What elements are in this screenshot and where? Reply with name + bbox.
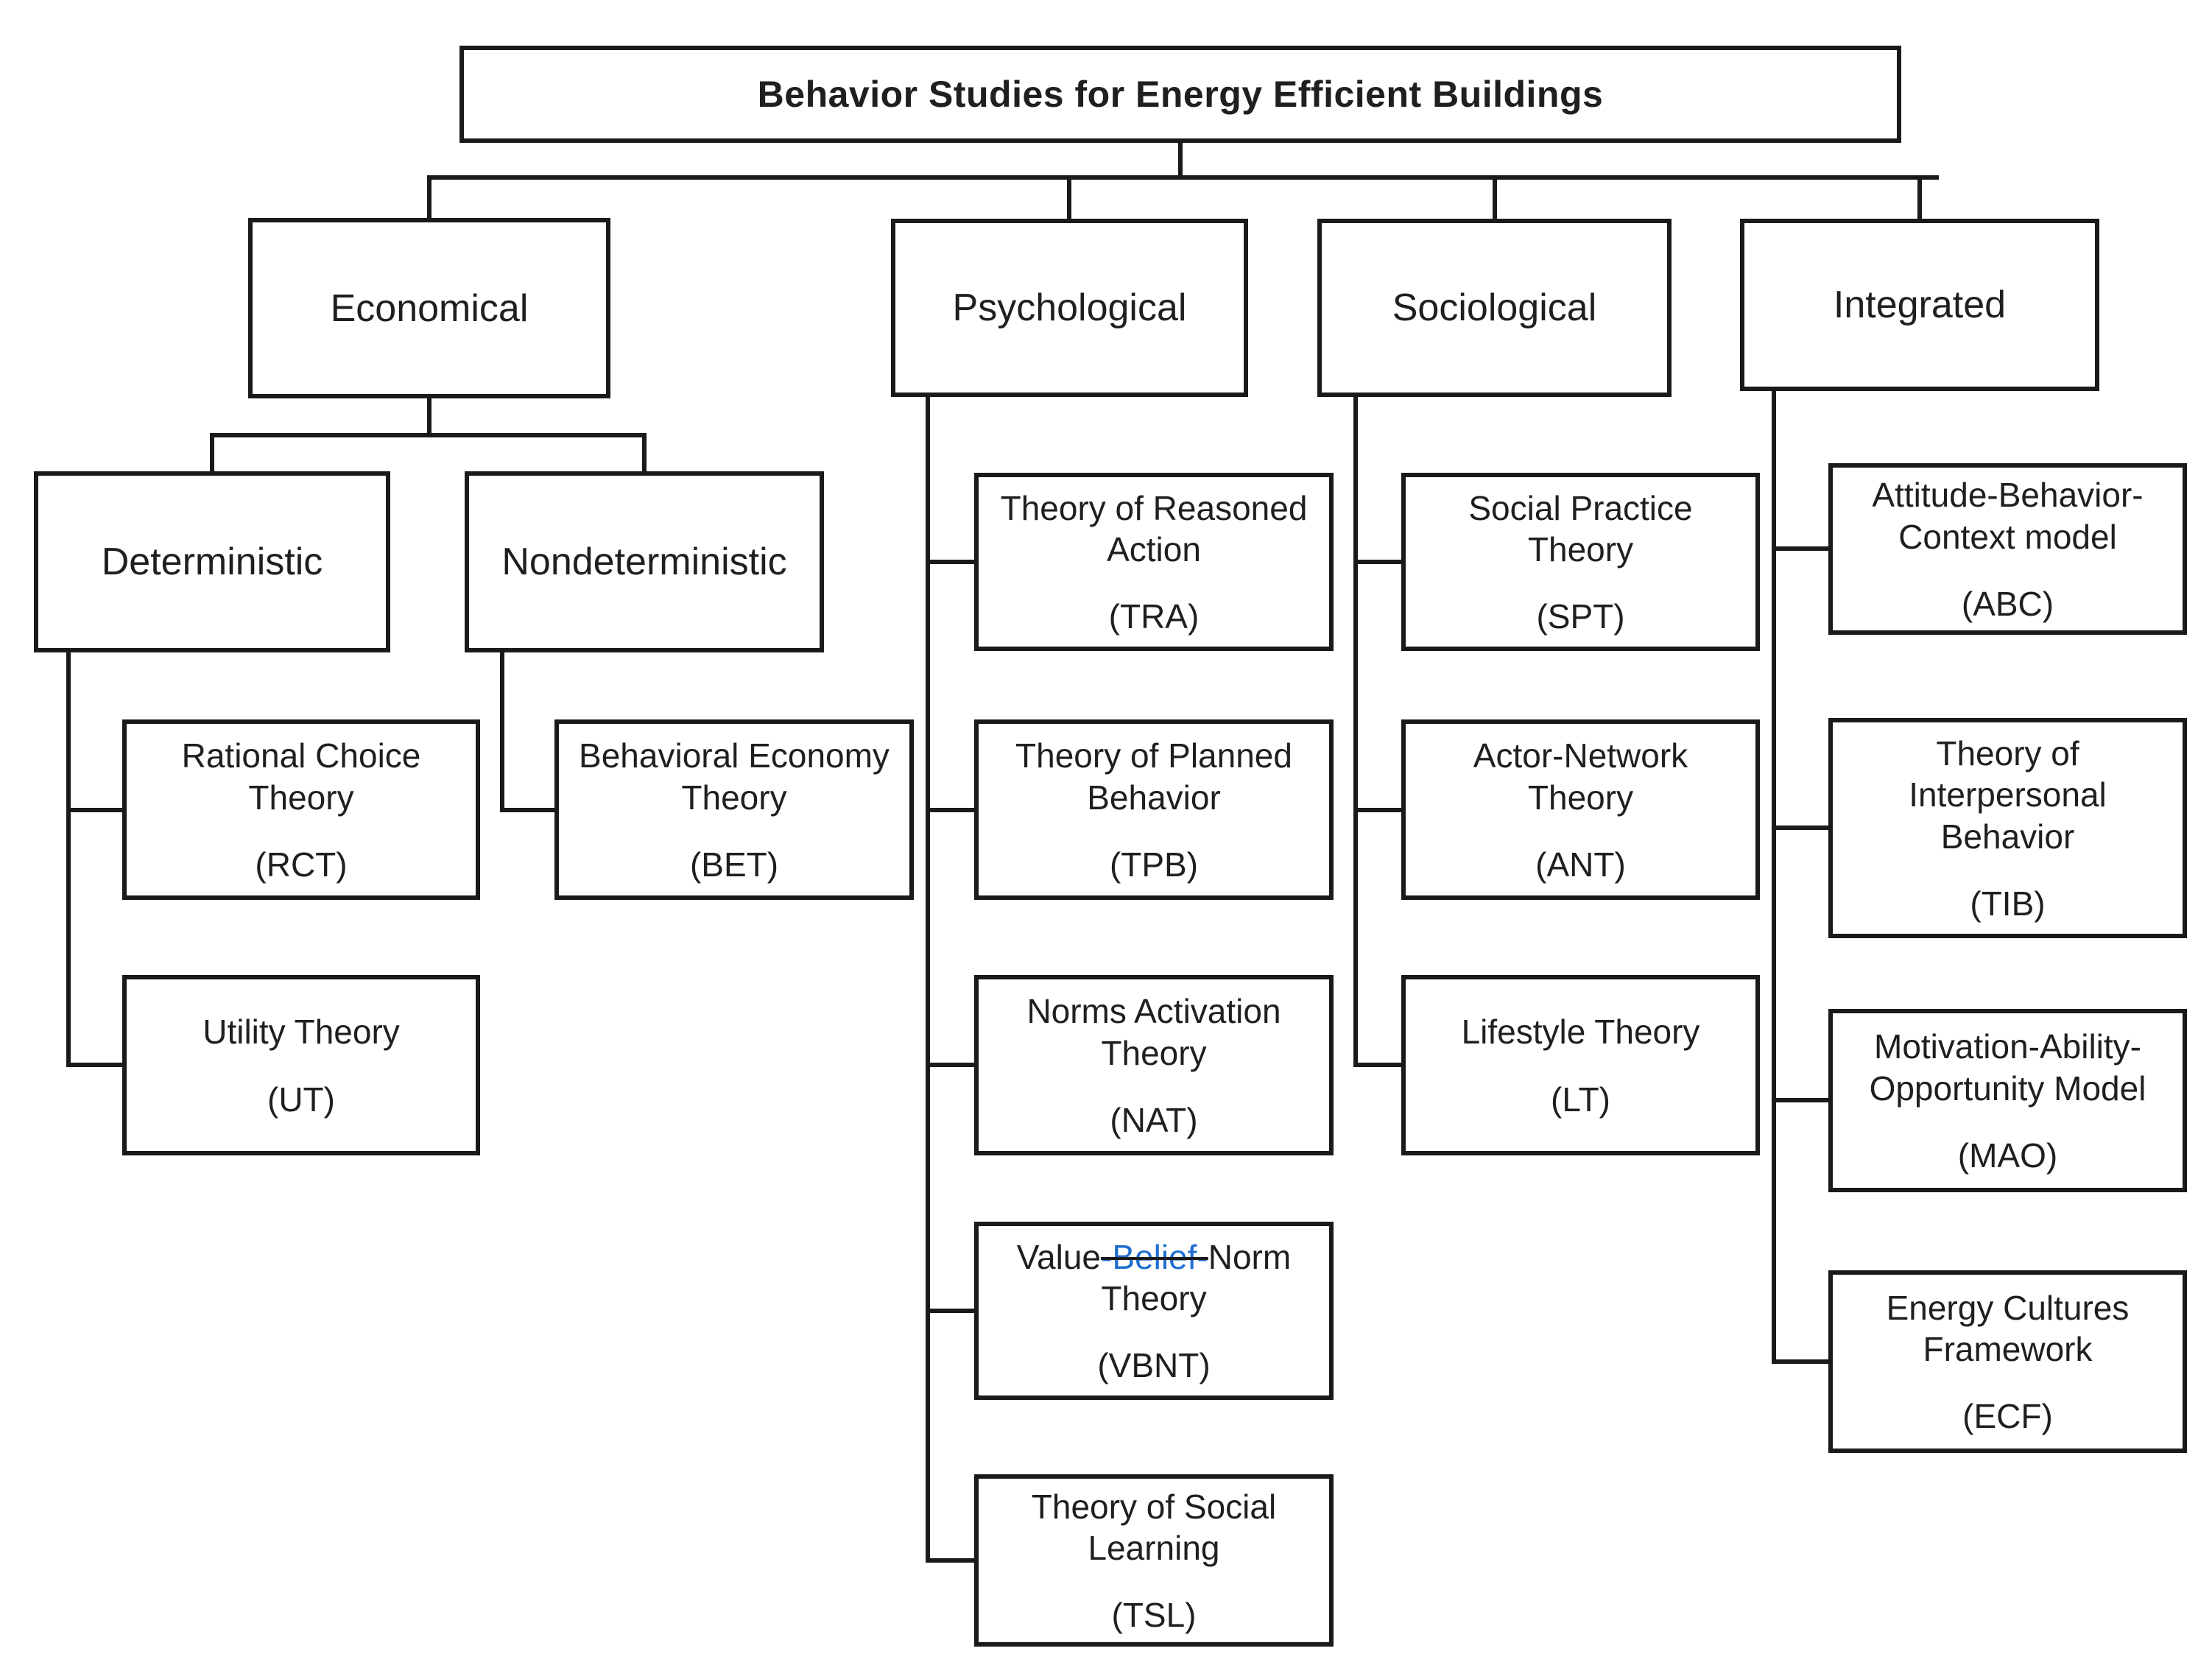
nat-abbr: (NAT) <box>1110 1100 1198 1139</box>
node-rct: Rational Choice Theory (RCT) <box>122 719 480 900</box>
vbnt-name-line2: Theory <box>1101 1279 1207 1317</box>
node-sociological: Sociological <box>1317 219 1672 397</box>
abc-abbr: (ABC) <box>1961 584 2054 623</box>
tsl-name: Theory of Social Learning <box>1031 1487 1277 1567</box>
node-tsl: Theory of Social Learning (TSL) <box>974 1474 1334 1647</box>
node-integrated: Integrated <box>1740 219 2099 391</box>
node-nondeterministic: Nondeterministic <box>465 471 824 652</box>
node-tpb: Theory of Planned Behavior (TPB) <box>974 719 1334 900</box>
connector-stub-rct <box>66 808 127 812</box>
node-tib: Theory of Interpersonal Behavior (TIB) <box>1828 718 2187 938</box>
ant-abbr: (ANT) <box>1535 845 1626 884</box>
spt-name: Social Practice Theory <box>1468 488 1693 569</box>
connector-drop-nondeterministic <box>642 433 647 476</box>
vbnt-name-prefix: Value <box>1016 1237 1102 1276</box>
integrated-label: Integrated <box>1833 284 2007 326</box>
connector-stub-lt <box>1353 1063 1406 1067</box>
connector-economical-rail <box>210 433 647 437</box>
lt-abbr: (LT) <box>1551 1080 1610 1119</box>
spt-abbr: (SPT) <box>1536 597 1625 636</box>
ut-name: Utility Theory <box>202 1013 400 1052</box>
connector-integrated-spine <box>1772 391 1776 1364</box>
connector-stub-abc <box>1772 546 1833 551</box>
node-spt: Social Practice Theory (SPT) <box>1401 473 1760 651</box>
node-economical: Economical <box>248 218 610 398</box>
connector-stub-nat <box>926 1063 979 1067</box>
connector-drop-economical <box>427 175 432 222</box>
nat-name: Norms Activation Theory <box>1026 992 1281 1072</box>
connector-stub-tsl <box>926 1558 979 1563</box>
node-deterministic: Deterministic <box>34 471 390 652</box>
connector-stub-ant <box>1353 808 1406 812</box>
connector-stub-bet <box>500 808 559 812</box>
psychological-label: Psychological <box>952 286 1187 329</box>
tra-name: Theory of Reasoned Action <box>1000 488 1308 569</box>
mao-abbr: (MAO) <box>1957 1136 2058 1175</box>
ecf-abbr: (ECF) <box>1962 1397 2053 1436</box>
economical-label: Economical <box>330 286 529 330</box>
connector-drop-psychological <box>1067 175 1071 223</box>
connector-root-stub <box>1178 143 1183 180</box>
root-title-label: Behavior Studies for Energy Efficient Bu… <box>757 74 1604 115</box>
tib-abbr: (TIB) <box>1970 884 2046 923</box>
connector-deterministic-spine <box>66 652 71 1067</box>
connector-drop-deterministic <box>210 433 214 476</box>
abc-name: Attitude-Behavior- Context model <box>1872 476 2144 556</box>
lt-name: Lifestyle Theory <box>1461 1013 1700 1052</box>
rct-abbr: (RCT) <box>255 845 348 884</box>
connector-stub-tpb <box>926 808 979 812</box>
node-tra: Theory of Reasoned Action (TRA) <box>974 473 1334 651</box>
connector-stub-vbnt <box>926 1309 979 1313</box>
connector-stub-mao <box>1772 1098 1833 1102</box>
connector-nondeterministic-spine <box>500 652 504 812</box>
node-mao: Motivation-Ability- Opportunity Model (M… <box>1828 1009 2187 1192</box>
tib-name: Theory of Interpersonal Behavior <box>1909 734 2107 856</box>
node-abc: Attitude-Behavior- Context model (ABC) <box>1828 463 2187 635</box>
ut-abbr: (UT) <box>267 1080 335 1119</box>
ecf-name: Energy Cultures Framework <box>1886 1288 2130 1368</box>
connector-drop-sociological <box>1493 175 1497 223</box>
connector-stub-spt <box>1353 560 1406 564</box>
nondeterministic-label: Nondeterministic <box>501 541 787 583</box>
node-ant: Actor-Network Theory (ANT) <box>1401 719 1760 900</box>
node-bet: Behavioral Economy Theory (BET) <box>554 719 914 900</box>
tpb-name: Theory of Planned Behavior <box>1015 736 1292 817</box>
connector-level1-rail <box>427 175 1939 180</box>
connector-stub-tib <box>1772 826 1833 830</box>
sociological-label: Sociological <box>1392 286 1597 329</box>
rct-name: Rational Choice Theory <box>181 736 421 817</box>
bet-abbr: (BET) <box>689 845 779 884</box>
connector-drop-integrated <box>1917 175 1922 223</box>
vbnt-name-suffix: Norm <box>1208 1237 1292 1276</box>
node-root-title: Behavior Studies for Energy Efficient Bu… <box>459 46 1901 143</box>
connector-stub-ecf <box>1772 1359 1833 1364</box>
tsl-abbr: (TSL) <box>1111 1596 1197 1635</box>
deterministic-label: Deterministic <box>101 541 323 583</box>
node-lt: Lifestyle Theory (LT) <box>1401 975 1760 1155</box>
connector-economical-stub <box>427 398 432 437</box>
connector-stub-ut <box>66 1063 127 1067</box>
tra-abbr: (TRA) <box>1108 597 1200 636</box>
connector-psychological-spine <box>926 397 930 1563</box>
connector-stub-tra <box>926 560 979 564</box>
vbnt-abbr: (VBNT) <box>1097 1346 1211 1385</box>
node-nat: Norms Activation Theory (NAT) <box>974 975 1334 1155</box>
node-ecf: Energy Cultures Framework (ECF) <box>1828 1270 2187 1453</box>
bet-name: Behavioral Economy Theory <box>579 736 890 817</box>
node-ut: Utility Theory (UT) <box>122 975 480 1155</box>
connector-sociological-spine <box>1353 397 1358 1067</box>
tpb-abbr: (TPB) <box>1109 845 1199 884</box>
node-psychological: Psychological <box>891 219 1248 397</box>
ant-name: Actor-Network Theory <box>1473 736 1688 817</box>
vbnt-name-struck: -Belief- <box>1101 1237 1208 1276</box>
mao-name: Motivation-Ability- Opportunity Model <box>1869 1027 2146 1108</box>
